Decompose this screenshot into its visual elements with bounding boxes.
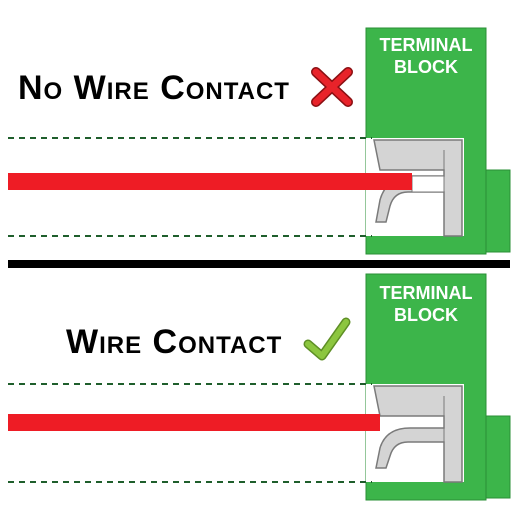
wire xyxy=(8,414,380,431)
terminal-block-label-line1: TERMINAL xyxy=(379,35,473,55)
panel-no-contact xyxy=(8,27,511,255)
caption-contact: Wire Contact xyxy=(66,323,283,361)
terminal-block-label: TERMINAL BLOCK xyxy=(368,282,484,326)
terminal-block-label-line2: BLOCK xyxy=(394,305,458,325)
wire xyxy=(8,173,412,190)
contact-clamp xyxy=(373,385,463,483)
panel-divider xyxy=(8,260,510,268)
terminal-block-label-line2: BLOCK xyxy=(394,57,458,77)
panel-contact xyxy=(8,273,511,501)
terminal-block-tab xyxy=(485,169,511,253)
terminal-block-label-line1: TERMINAL xyxy=(379,283,473,303)
caption-no-contact: No Wire Contact xyxy=(18,69,290,107)
cross-mark-icon xyxy=(311,67,353,107)
check-mark-icon xyxy=(303,317,351,361)
terminal-block-tab xyxy=(485,415,511,499)
terminal-block-label: TERMINAL BLOCK xyxy=(368,34,484,78)
